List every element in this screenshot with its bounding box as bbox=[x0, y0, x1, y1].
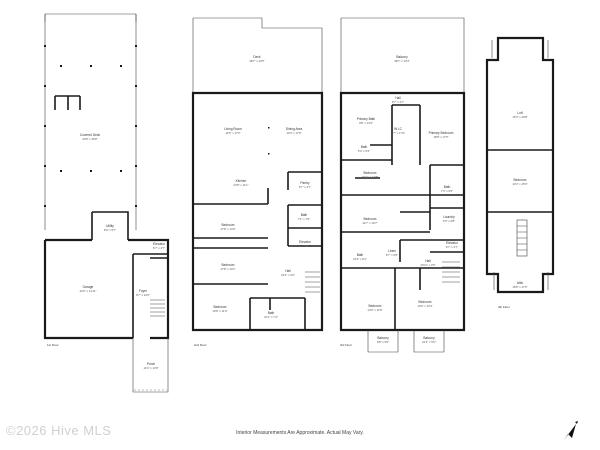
third-floor-label: 3rd Floor bbox=[340, 343, 352, 347]
bath-3a-dim: 5'4" x 5'4" bbox=[358, 149, 370, 153]
first-floor-plan bbox=[43, 13, 170, 393]
disclaimer-text: Interior Measurements Are Approximate. A… bbox=[236, 430, 364, 436]
bedroom-3a-dim: 16'11" x 10'8" bbox=[362, 175, 379, 179]
second-floor-stair bbox=[305, 271, 320, 293]
hall-3-label: Hall bbox=[395, 96, 401, 100]
bedroom-3b-label: Bedroom bbox=[364, 217, 377, 221]
covered-deck-label: Covered Deck bbox=[80, 133, 101, 137]
living-room-label: Living Room bbox=[224, 127, 242, 131]
third-floor-stair bbox=[442, 261, 460, 283]
pantry-label: Pantry bbox=[300, 181, 310, 185]
bedroom-2b-dim: 17'8" x 10'1" bbox=[220, 267, 235, 271]
garage-dim: 26'2" x 21'11" bbox=[80, 289, 97, 293]
primary-bath-label: Primary Bath bbox=[357, 117, 376, 121]
first-floor-stair bbox=[150, 299, 165, 317]
hall-2-label: Hall bbox=[285, 269, 291, 273]
balcony-3a-dim: 9'8" x 5'0" bbox=[377, 340, 389, 344]
elevator-label-f2: Elevator bbox=[299, 240, 312, 244]
elevator-dim-f1: 6'7" x 4'7" bbox=[153, 246, 165, 250]
bedroom-3d-label: Bedroom bbox=[419, 300, 432, 304]
wic-dim: 6'7" x 17'9" bbox=[391, 131, 405, 135]
laundry-dim: 6'0" x 6'8" bbox=[443, 219, 455, 223]
covered-deck-dim: 20'8" x 36'8" bbox=[82, 137, 97, 141]
garage-label: Garage bbox=[83, 285, 94, 289]
deck-label: Deck bbox=[253, 55, 261, 59]
bath-3b-label: Bath bbox=[444, 185, 451, 189]
laundry-label: Laundry bbox=[443, 215, 455, 219]
foyer-dim: 9'7" x 10'6" bbox=[136, 293, 150, 297]
north-arrow-icon bbox=[564, 421, 578, 440]
bedroom-3c-label: Bedroom bbox=[369, 304, 382, 308]
bedroom-3a-label: Bedroom bbox=[364, 171, 377, 175]
porch-dim: 14'4" x 13'9" bbox=[143, 366, 158, 370]
bedroom-2a-dim: 17'8" x 14'0" bbox=[220, 227, 235, 231]
living-room-dim: 14'6" x 17'2" bbox=[225, 131, 240, 135]
kitchen-dim: 24'8" x 11'1" bbox=[233, 183, 248, 187]
linen-label: Linen bbox=[388, 249, 396, 253]
watermark: ©2026 Hive MLS bbox=[6, 423, 112, 438]
dining-area-dim: 13'4" x 17'5" bbox=[286, 131, 301, 135]
linen-dim: 6'7" x 5'6" bbox=[386, 253, 398, 257]
bath-3c-dim: 10'4" x 8'1" bbox=[353, 257, 367, 261]
bedroom-3c-dim: 13'0" x 11'8" bbox=[367, 308, 382, 312]
first-floor-label: 1st Floor bbox=[47, 343, 59, 347]
bath-3b-dim: 7'4" x 6'5" bbox=[441, 189, 453, 193]
bath-3a-label: Bath bbox=[361, 145, 368, 149]
balcony-3b-label: Balcony bbox=[423, 336, 435, 340]
bath-2b-label: Bath bbox=[268, 311, 275, 315]
elevator-dim-f3: 6'7" x 4'7" bbox=[446, 245, 458, 249]
second-floor-label: 2nd Floor bbox=[194, 343, 207, 347]
elevator-dim-f2: 6'7" x 4'7" bbox=[299, 244, 311, 248]
attic-dim: 15'8" x 17'6" bbox=[512, 285, 527, 289]
bedroom-3b-dim: 14'7" x 10'7" bbox=[362, 221, 377, 225]
hall-2-dim: 16'4" x 3'6" bbox=[281, 273, 295, 277]
second-floor-plan bbox=[191, 17, 324, 332]
third-floor-plan bbox=[339, 17, 466, 353]
hall-3-dim: 9'7" x 3'7" bbox=[392, 100, 404, 104]
fourth-floor-label: 4th Floor bbox=[498, 305, 510, 309]
bedroom-4-label: Bedroom bbox=[514, 178, 527, 182]
kitchen-label: Kitchen bbox=[236, 179, 247, 183]
pantry-dim: 5'7" x 4'7" bbox=[299, 185, 311, 189]
hall-3b-dim: 20'11" x 3'6" bbox=[420, 263, 435, 267]
deck-dim: 38'7" x 13'5" bbox=[249, 59, 264, 63]
bedroom-4-dim: 13'4" x 15'0" bbox=[512, 182, 527, 186]
elevator-label-f1: Elevator bbox=[153, 242, 166, 246]
utility-label: Utility bbox=[106, 224, 114, 228]
loft-dim: 15'4" x 20'8" bbox=[512, 115, 527, 119]
bedroom-3d-dim: 10'0" x 13'4" bbox=[417, 304, 432, 308]
bedroom-2c-dim: 10'8" x 11'0" bbox=[212, 309, 227, 313]
utility-dim: 8'4" x 5'7" bbox=[104, 228, 116, 232]
fourth-floor-plan bbox=[485, 36, 555, 294]
bath-3c-label: Bath bbox=[357, 253, 364, 257]
wic-label: W.I.C bbox=[394, 127, 402, 131]
dining-area-label: Dining Area bbox=[286, 127, 303, 131]
loft-label: Loft bbox=[517, 111, 522, 115]
bedroom-2b-label: Bedroom bbox=[222, 263, 235, 267]
balcony-top-dim: 38'7" x 13'4" bbox=[394, 59, 409, 63]
balcony-top-label: Balcony bbox=[396, 55, 408, 59]
foyer-label: Foyer bbox=[139, 289, 148, 293]
bath-2a-dim: 7'1" x 7'6" bbox=[298, 217, 310, 221]
elevator-label-f3: Elevator bbox=[446, 241, 459, 245]
porch-label: Porch bbox=[147, 362, 156, 366]
primary-bedroom-dim: 18'8" x 17'5" bbox=[433, 135, 448, 139]
primary-bedroom-label: Primary Bedroom bbox=[429, 131, 454, 135]
primary-bath-dim: 9'8" x 13'3" bbox=[359, 121, 373, 125]
balcony-3a-label: Balcony bbox=[377, 336, 389, 340]
bath-2b-dim: 10'1" x 7'4" bbox=[264, 315, 278, 319]
bedroom-2a-label: Bedroom bbox=[222, 223, 235, 227]
deck-posts bbox=[44, 45, 137, 207]
attic-label: Attic bbox=[517, 281, 524, 285]
fourth-floor-stair bbox=[516, 219, 528, 257]
bath-2a-label: Bath bbox=[301, 213, 308, 217]
bedroom-2c-label: Bedroom bbox=[214, 305, 227, 309]
hall-3b-label: Hall bbox=[425, 259, 431, 263]
balcony-3b-dim: 10'4" x 5'0" bbox=[422, 340, 436, 344]
